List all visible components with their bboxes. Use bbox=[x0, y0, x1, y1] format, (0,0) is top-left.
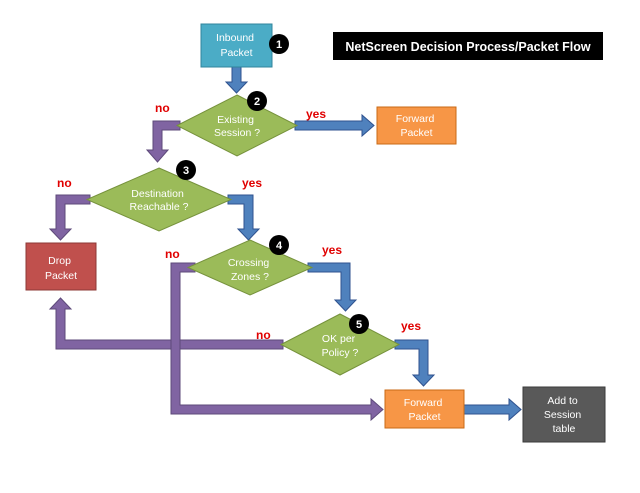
forward-packet-top-line-2: Packet bbox=[400, 127, 432, 139]
add-to-session-line-1: Add to bbox=[547, 395, 578, 407]
svg-text:1: 1 bbox=[276, 39, 282, 51]
node-forward-packet-top: Forward Packet bbox=[376, 106, 457, 145]
svg-text:Drop Packet: Drop Packet bbox=[45, 255, 77, 282]
arrow-inbound-to-existing bbox=[224, 66, 249, 94]
step-badge-4: 4 bbox=[269, 235, 289, 255]
decision-existing-session: Existing Session ? bbox=[175, 94, 299, 157]
drop-packet-line-1: Drop bbox=[48, 255, 71, 267]
arrow-crossing-no-to-forward bbox=[170, 262, 384, 422]
svg-text:Destination Reachable ?: Destination Reachable ? bbox=[130, 188, 189, 213]
node-add-to-session-table: Add to Session table bbox=[522, 386, 606, 443]
diagram-title: NetScreen Decision Process/Packet Flow bbox=[333, 32, 603, 60]
label-policy-no: no bbox=[256, 328, 271, 342]
svg-text:4: 4 bbox=[276, 240, 283, 252]
connectors bbox=[48, 66, 522, 422]
forward-packet-top-line-1: Forward bbox=[396, 113, 435, 125]
arrow-existing-yes-to-forward bbox=[294, 113, 375, 138]
add-to-session-line-2: Session bbox=[544, 409, 582, 421]
existing-session-line-2: Session ? bbox=[214, 127, 260, 139]
decision-destination-reachable: Destination Reachable ? bbox=[85, 167, 233, 232]
label-destination-no: no bbox=[57, 176, 72, 190]
step-badge-3: 3 bbox=[176, 160, 196, 180]
label-crossing-yes: yes bbox=[322, 243, 342, 257]
decision-crossing-zones: Crossing Zones ? bbox=[186, 239, 314, 296]
crossing-zones-line-1: Crossing bbox=[228, 257, 270, 269]
arrow-policy-yes-to-forward bbox=[394, 339, 436, 387]
label-existing-no: no bbox=[155, 101, 170, 115]
svg-text:Add to Session tab: Add to Session table bbox=[544, 395, 584, 435]
svg-text:OK per Policy ?: OK per Policy ? bbox=[322, 333, 359, 359]
svg-text:Crossing Zones ?: Crossing Zones ? bbox=[228, 257, 272, 283]
drop-packet-line-2: Packet bbox=[45, 270, 77, 282]
svg-text:Inbound Packet: Inbound Packet bbox=[216, 32, 257, 59]
svg-text:Forward Packet: Forward Packet bbox=[404, 397, 445, 423]
existing-session-line-1: Existing bbox=[217, 114, 254, 126]
node-forward-packet-bottom: Forward Packet bbox=[384, 389, 465, 429]
label-policy-yes: yes bbox=[401, 319, 421, 333]
destination-reachable-line-2: Reachable ? bbox=[130, 201, 189, 213]
svg-text:Existing Session ?: Existing Session ? bbox=[214, 114, 260, 139]
step-badge-5: 5 bbox=[349, 314, 369, 334]
add-to-session-line-3: table bbox=[553, 423, 576, 435]
forward-packet-bottom-line-2: Packet bbox=[408, 411, 440, 423]
inbound-packet-line-1: Inbound bbox=[216, 32, 254, 44]
label-destination-yes: yes bbox=[242, 176, 262, 190]
label-crossing-no: no bbox=[165, 247, 180, 261]
svg-text:5: 5 bbox=[356, 319, 362, 331]
ok-per-policy-line-1: OK per bbox=[322, 333, 356, 345]
arrow-crossing-yes-to-policy bbox=[307, 262, 358, 312]
inbound-packet-line-2: Packet bbox=[220, 47, 252, 59]
node-drop-packet: Drop Packet bbox=[25, 242, 97, 291]
decision-ok-per-policy: OK per Policy ? bbox=[279, 313, 401, 376]
svg-text:3: 3 bbox=[183, 165, 189, 177]
destination-reachable-line-1: Destination bbox=[131, 188, 184, 200]
arrow-destination-no-to-drop bbox=[48, 194, 91, 241]
arrow-destination-yes-to-crossing bbox=[227, 194, 261, 241]
ok-per-policy-line-2: Policy ? bbox=[322, 347, 359, 359]
arrow-policy-no-to-drop bbox=[48, 297, 284, 350]
arrow-existing-no-to-destination bbox=[145, 120, 181, 163]
forward-packet-bottom-line-1: Forward bbox=[404, 397, 443, 409]
diagram-title-text: NetScreen Decision Process/Packet Flow bbox=[345, 40, 591, 54]
step-badge-1: 1 bbox=[269, 34, 289, 54]
label-existing-yes: yes bbox=[306, 107, 326, 121]
step-badge-2: 2 bbox=[247, 91, 267, 111]
svg-text:2: 2 bbox=[254, 96, 260, 108]
node-inbound-packet: Inbound Packet bbox=[200, 23, 273, 68]
crossing-zones-line-2: Zones ? bbox=[231, 271, 269, 283]
arrow-forward-to-session bbox=[462, 397, 522, 422]
svg-text:Forward Packet: Forward Packet bbox=[396, 113, 437, 139]
